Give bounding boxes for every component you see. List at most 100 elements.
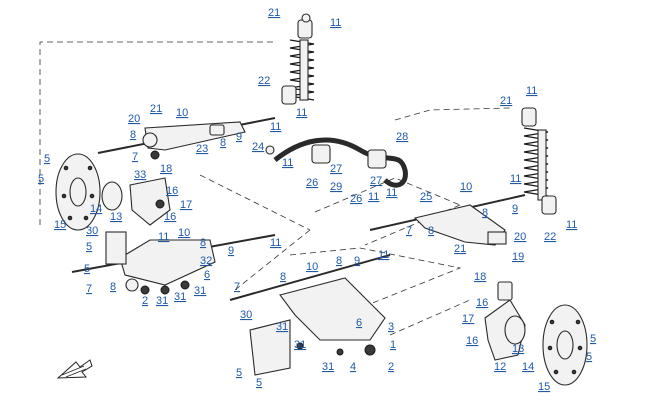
callout-7: 7	[406, 225, 412, 237]
callout-2: 2	[142, 295, 148, 307]
callout-28: 28	[396, 131, 408, 143]
callout-5: 5	[38, 173, 44, 185]
callout-11: 11	[296, 107, 307, 119]
callout-30: 30	[240, 309, 252, 321]
callout-11: 11	[282, 157, 293, 169]
callout-7: 7	[86, 283, 92, 295]
callout-10: 10	[460, 181, 472, 193]
left-brake-disc	[55, 153, 101, 231]
left-steering-knuckle	[101, 177, 171, 226]
callout-4: 4	[350, 361, 356, 373]
callout-11: 11	[368, 191, 379, 203]
callout-18: 18	[474, 271, 486, 283]
callout-9: 9	[236, 131, 242, 143]
callout-16: 16	[166, 185, 178, 197]
callout-5: 5	[586, 351, 592, 363]
callout-31: 31	[322, 361, 334, 373]
callout-26: 26	[350, 193, 362, 205]
callout-15: 15	[538, 381, 550, 393]
callout-16: 16	[466, 335, 478, 347]
callout-6: 6	[204, 269, 210, 281]
callout-5: 5	[236, 367, 242, 379]
callout-16: 16	[476, 297, 488, 309]
callout-8: 8	[200, 237, 206, 249]
front-direction-arrow-icon	[56, 359, 93, 379]
callout-11: 11	[270, 237, 281, 249]
callout-20: 20	[128, 113, 140, 125]
callout-8: 8	[482, 207, 488, 219]
callout-9: 9	[512, 203, 518, 215]
callout-11: 11	[330, 17, 341, 29]
callout-29: 29	[330, 181, 342, 193]
front-shock-absorber	[281, 13, 315, 105]
callout-5: 5	[84, 263, 90, 275]
callout-8: 8	[110, 281, 116, 293]
callout-21: 21	[500, 95, 512, 107]
callout-21: 21	[268, 7, 280, 19]
callout-26: 26	[306, 177, 318, 189]
callout-25: 25	[420, 191, 432, 203]
callout-6: 6	[356, 317, 362, 329]
callout-10: 10	[178, 227, 190, 239]
right-brake-disc	[542, 304, 588, 386]
center-lower-a-arm	[229, 254, 391, 376]
callout-8: 8	[428, 225, 434, 237]
callout-20: 20	[514, 231, 526, 243]
callout-5: 5	[86, 241, 92, 253]
callout-5: 5	[256, 377, 262, 389]
callout-14: 14	[90, 203, 102, 215]
alignment-lines	[39, 41, 511, 336]
callout-15: 15	[54, 219, 66, 231]
callout-7: 7	[234, 281, 240, 293]
callout-1: 1	[390, 339, 396, 351]
callout-17: 17	[180, 199, 192, 211]
callout-8: 8	[336, 255, 342, 267]
callout-31: 31	[294, 339, 306, 351]
right-upper-a-arm	[369, 194, 526, 246]
callout-11: 11	[510, 173, 521, 185]
callout-31: 31	[174, 291, 186, 303]
callout-27: 27	[370, 175, 382, 187]
callout-23: 23	[196, 143, 208, 155]
callout-22: 22	[544, 231, 556, 243]
right-steering-knuckle	[484, 281, 526, 361]
callout-11: 11	[158, 231, 169, 243]
callout-10: 10	[306, 261, 318, 273]
callout-24: 24	[252, 141, 264, 153]
callout-8: 8	[130, 129, 136, 141]
callout-9: 9	[354, 255, 360, 267]
callout-13: 13	[110, 211, 122, 223]
upper-left-a-arm	[97, 117, 276, 160]
callout-17: 17	[462, 313, 474, 325]
callout-33: 33	[134, 169, 146, 181]
callout-9: 9	[228, 245, 234, 257]
callout-11: 11	[386, 187, 397, 199]
stabilizer-bar	[265, 137, 408, 188]
callout-7: 7	[132, 151, 138, 163]
callout-19: 19	[512, 251, 524, 263]
callout-11: 11	[378, 249, 389, 261]
callout-5: 5	[44, 153, 50, 165]
callout-30: 30	[86, 225, 98, 237]
callout-8: 8	[280, 271, 286, 283]
callout-8: 8	[220, 137, 226, 149]
callout-11: 11	[526, 85, 537, 97]
callout-22: 22	[258, 75, 270, 87]
rear-shock-absorber	[521, 107, 557, 215]
callout-10: 10	[176, 107, 188, 119]
lower-left-a-arm	[71, 231, 276, 295]
callout-18: 18	[160, 163, 172, 175]
callout-32: 32	[200, 255, 212, 267]
callout-12: 12	[494, 361, 506, 373]
callout-3: 3	[388, 321, 394, 333]
callout-31: 31	[156, 295, 168, 307]
callout-27: 27	[330, 163, 342, 175]
callout-14: 14	[522, 361, 534, 373]
callout-21: 21	[454, 243, 466, 255]
callout-31: 31	[276, 321, 288, 333]
callout-21: 21	[150, 103, 162, 115]
callout-11: 11	[270, 121, 281, 133]
callout-16: 16	[164, 211, 176, 223]
